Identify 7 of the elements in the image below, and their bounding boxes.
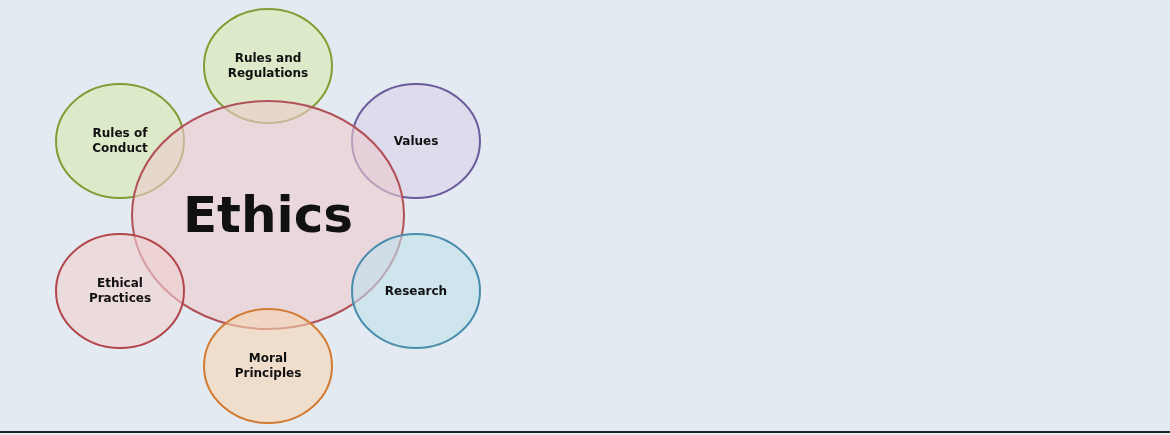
central-concept-label: Ethics [182,184,354,246]
concept-label: Research [384,283,448,299]
concept-label: Rules of Conduct [91,126,149,156]
concept-label: Ethical Practices [87,276,153,306]
concept-label: Rules and Regulations [226,51,310,81]
concept-label: Values [393,133,439,149]
concept-label: Moral Principles [233,351,303,381]
